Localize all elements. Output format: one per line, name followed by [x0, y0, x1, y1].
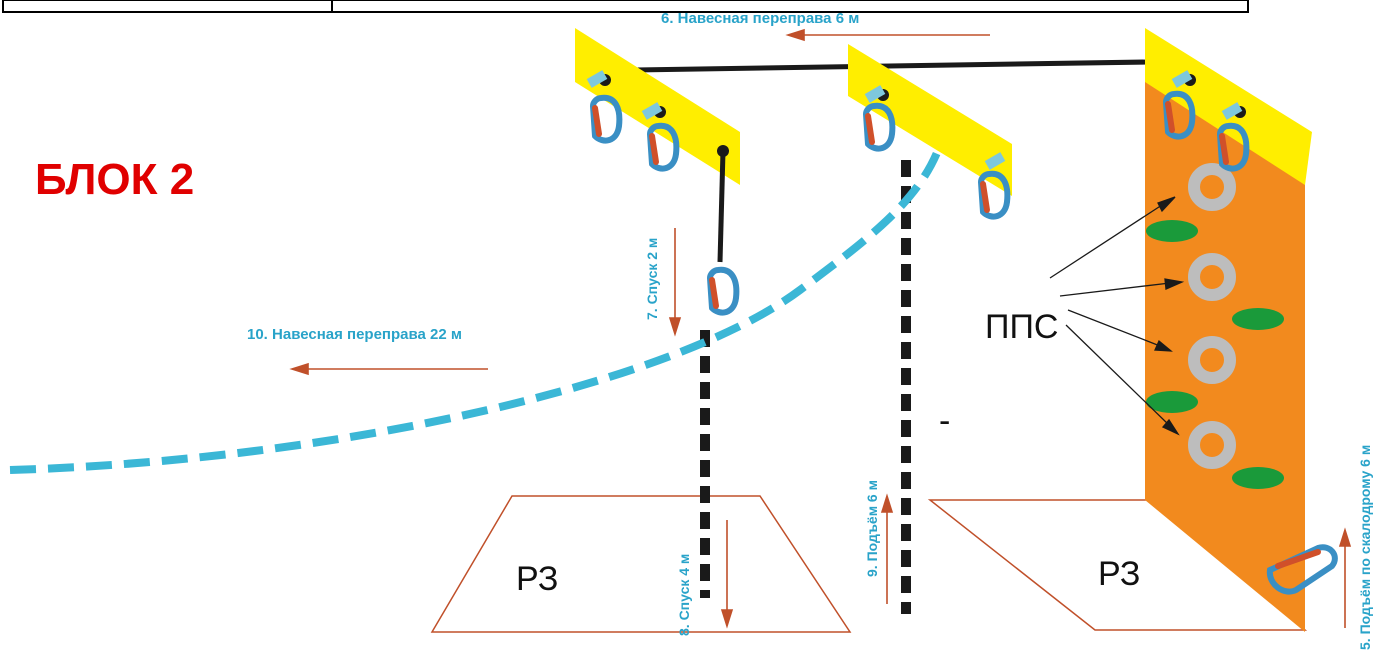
block-title: БЛОК 2: [35, 155, 194, 204]
carabiner-icon: [710, 270, 736, 313]
label-climb-wall-6m: 5. Подъём по скалодрому 6 м: [1357, 445, 1373, 650]
pps-pointer-arrows: [1049, 196, 1185, 436]
green-hold: [1146, 220, 1198, 242]
green-hold: [1232, 308, 1284, 330]
descent-rope-2m: [717, 150, 726, 263]
grey-ring-hold: [1188, 253, 1236, 301]
grey-ring-hold: [1188, 336, 1236, 384]
wall-holds: [1146, 163, 1284, 489]
label-zone-right: РЗ: [1098, 555, 1140, 593]
wall-carabiner-icon: [1266, 544, 1338, 595]
anchor-points: [599, 74, 1246, 157]
beam-right: [1145, 28, 1312, 185]
label-pps: ППС: [985, 308, 1058, 346]
beam-middle: [848, 44, 1012, 196]
label-descent-4m: 8. Спуск 4 м: [676, 554, 692, 636]
slings: [586, 70, 1243, 170]
traverse-rope-6m: [634, 59, 1149, 73]
label-traverse-6m: 6. Навесная переправа 6 м: [661, 10, 859, 27]
safe-zone-left: [430, 495, 852, 633]
grey-ring-hold: [1188, 421, 1236, 469]
label-ascent-6m: 9. Подъём 6 м: [864, 480, 880, 577]
label-zone-left: РЗ: [516, 560, 558, 598]
direction-arrows: [289, 28, 1352, 629]
grey-ring-hold: [1188, 163, 1236, 211]
green-hold: [1146, 391, 1198, 413]
traverse-rope-22m: [9, 143, 944, 474]
header-table-fragment: [2, 0, 1249, 13]
label-descent-2m: 7. Спуск 2 м: [644, 238, 660, 320]
label-traverse-22m: 10. Навесная переправа 22 м: [247, 326, 462, 343]
green-hold: [1232, 467, 1284, 489]
carabiner-icon: [593, 98, 619, 141]
label-dash: -: [939, 402, 950, 440]
